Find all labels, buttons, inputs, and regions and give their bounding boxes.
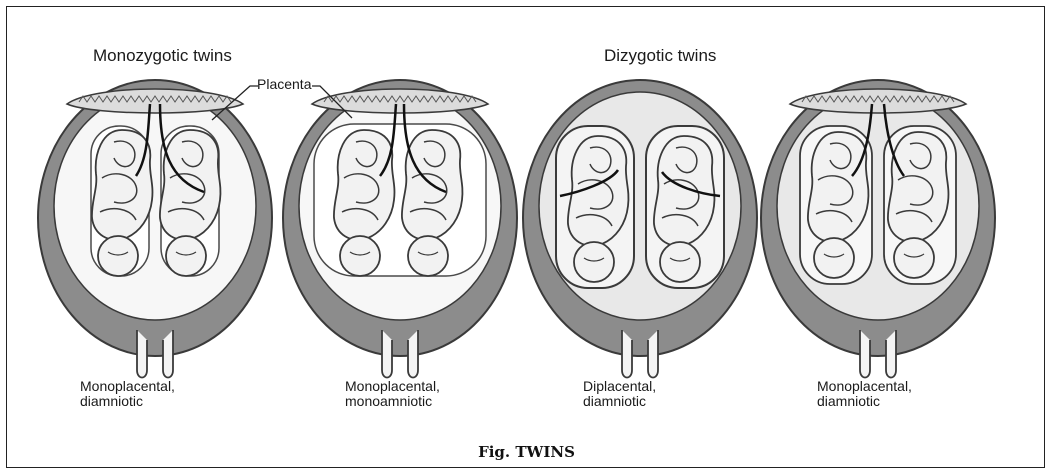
panel-4-label-line2: diamniotic xyxy=(817,394,912,409)
panel-1-diagram xyxy=(38,80,272,378)
panel-1-label: Monoplacental, diamniotic xyxy=(80,379,175,409)
panel-4-label: Monoplacental, diamniotic xyxy=(817,379,912,409)
panel-3-label-line2: diamniotic xyxy=(583,394,656,409)
panel-2-diagram xyxy=(283,80,517,378)
panel-3-diagram xyxy=(523,80,757,378)
panel-1-label-line2: diamniotic xyxy=(80,394,175,409)
panel-2-label: Monoplacental, monoamniotic xyxy=(345,379,440,409)
panel-4-label-line1: Monoplacental, xyxy=(817,379,912,394)
panel-2-label-line2: monoamniotic xyxy=(345,394,440,409)
figure-caption: Fig. TWINS xyxy=(0,443,1053,461)
panel-1-label-line1: Monoplacental, xyxy=(80,379,175,394)
panel-3-label: Diplacental, diamniotic xyxy=(583,379,656,409)
panel-2-label-line1: Monoplacental, xyxy=(345,379,440,394)
panel-3-label-line1: Diplacental, xyxy=(583,379,656,394)
panel-4-diagram xyxy=(761,80,995,378)
